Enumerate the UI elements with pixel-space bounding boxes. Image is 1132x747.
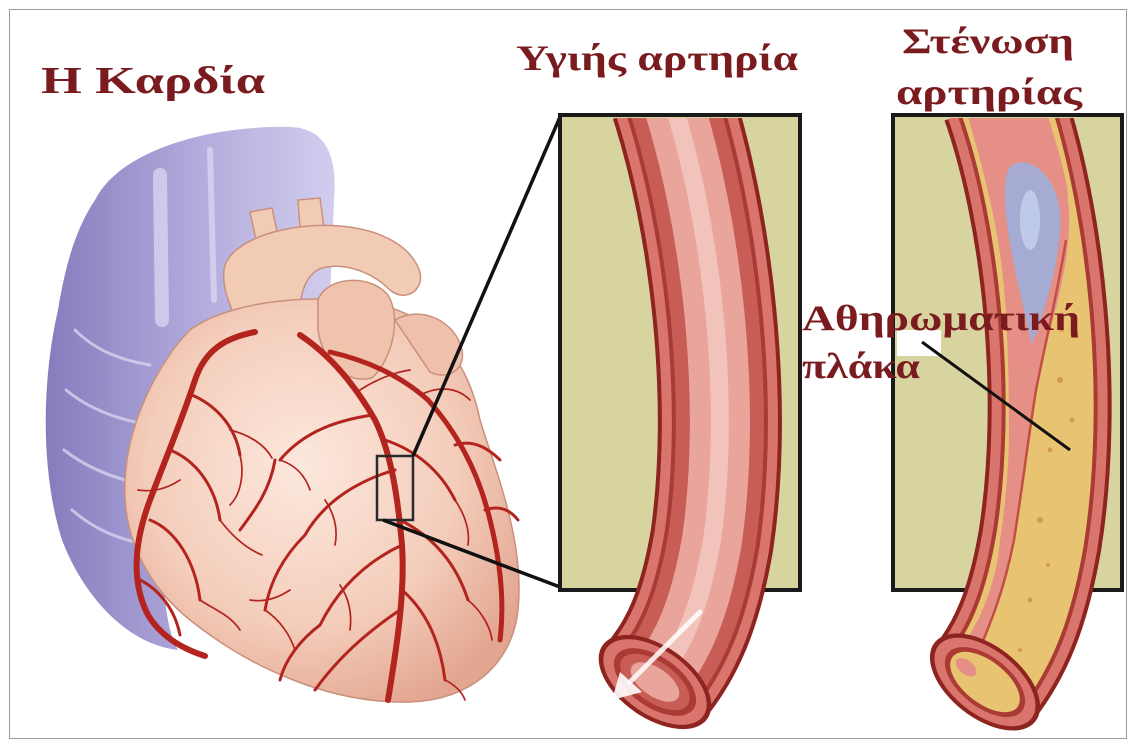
stenosis-label-line-2: αρτηρίας — [896, 72, 1083, 112]
stenosis-label-line-1: Στένωση — [902, 21, 1074, 61]
healthy-artery-label: Υγιής αρτηρία — [516, 38, 798, 78]
plaque-label-line-2: πλάκα — [802, 346, 920, 386]
aortic-branch-stub — [298, 198, 324, 228]
plaque-label-line-1: Αθηρωματική — [802, 298, 1080, 338]
lumen-highlight — [1020, 190, 1040, 250]
heart-label: Η Καρδία — [41, 60, 265, 102]
